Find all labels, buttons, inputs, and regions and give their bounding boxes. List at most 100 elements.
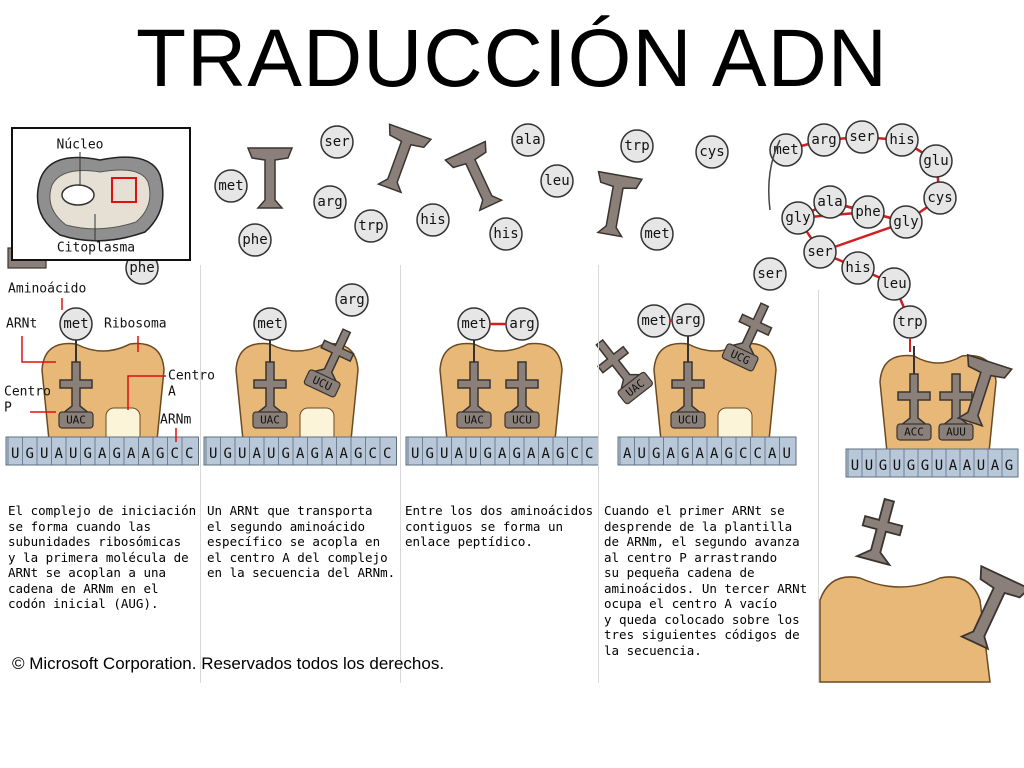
step-2-description: Un ARNt que transporta el segundo aminoá…: [207, 503, 396, 580]
mrna-base: G: [513, 446, 521, 462]
peptide-bond: [669, 318, 673, 323]
mrna-base: A: [455, 446, 464, 462]
amino-acid-label: gly: [785, 210, 810, 226]
mrna-base: U: [865, 458, 873, 474]
amino-acid-label: trp: [624, 138, 649, 154]
anticodon-label: ACC: [904, 426, 924, 439]
trna-molecule: UCU: [670, 361, 706, 429]
amino-acid-met: met: [640, 217, 674, 251]
step-4-description: Cuando el primer ARNt se desprende de la…: [604, 503, 808, 658]
aminoacid-label: Aminoácido: [8, 282, 86, 297]
mrna-base: A: [542, 446, 551, 462]
mrna-base: C: [185, 446, 193, 462]
mrna-base: U: [267, 446, 275, 462]
nucleus: [61, 184, 95, 206]
mrna-base: G: [681, 446, 689, 462]
amino-acid-ser: ser: [845, 120, 879, 154]
mrna-base: A: [667, 446, 676, 462]
amino-acid-arg: arg: [671, 303, 705, 337]
amino-acid-his: his: [885, 123, 919, 157]
amino-acid-met: met: [59, 307, 93, 341]
mrna-base: G: [921, 458, 929, 474]
amino-acid-gly: gly: [889, 205, 923, 239]
mrna-base: A: [142, 446, 151, 462]
trna-molecule: [444, 140, 504, 212]
amino-acid-label: ser: [324, 134, 349, 150]
mrna-base: U: [935, 458, 943, 474]
amino-acid-arg: arg: [335, 283, 369, 317]
mrna-base: G: [879, 458, 887, 474]
mrna-base: U: [40, 446, 48, 462]
ribosome: [41, 342, 165, 451]
zoom-region-marker: [111, 177, 137, 203]
anticodon-label: UCU: [678, 414, 698, 427]
mrna-base: A: [296, 446, 305, 462]
amino-acid-label: arg: [317, 194, 342, 210]
mrna-base: G: [426, 446, 434, 462]
mrna-base: U: [69, 446, 77, 462]
trna-molecule: UAC: [252, 361, 288, 429]
mrna-base: G: [311, 446, 319, 462]
mrna-label: ARNm: [160, 413, 191, 428]
mrna-base: G: [907, 458, 915, 474]
trna-molecule: [959, 564, 1024, 651]
mrna-base: G: [652, 446, 660, 462]
amino-acid-leu: leu: [877, 267, 911, 301]
amino-acid-label: arg: [675, 312, 700, 328]
amino-acid-glu: glu: [919, 144, 953, 178]
mrna-base: C: [171, 446, 179, 462]
mrna-base: G: [556, 446, 564, 462]
mrna-base: U: [851, 458, 859, 474]
trna-molecule: UCU: [504, 361, 540, 429]
trna-molecule: UCG: [721, 302, 773, 372]
amino-acid-label: cys: [927, 190, 952, 206]
mrna-base: G: [224, 446, 232, 462]
amino-acid-ser: ser: [753, 257, 787, 291]
ribosome: [439, 342, 563, 451]
step-3-description: Entre los dos aminoácidos contiguos se f…: [405, 503, 594, 549]
amino-acid-label: phe: [129, 260, 154, 276]
p-site-label: P: [4, 401, 12, 416]
panel-divider: [200, 265, 201, 683]
mrna-base: A: [340, 446, 349, 462]
mrna-base: A: [527, 446, 536, 462]
mrna-base: C: [754, 446, 762, 462]
mrna-base: U: [411, 446, 419, 462]
trna-molecule: UAC: [456, 361, 492, 429]
amino-acid-label: met: [218, 178, 243, 194]
mrna-base: G: [84, 446, 92, 462]
amino-acid-arg: arg: [505, 307, 539, 341]
mrna-base: U: [638, 446, 646, 462]
released-ribosome: [819, 576, 991, 683]
amino-acid-label: ser: [757, 266, 782, 282]
amino-acid-leu: leu: [540, 164, 574, 198]
amino-acid-label: trp: [897, 314, 922, 330]
mrna-base: A: [253, 446, 262, 462]
amino-acid-label: met: [461, 316, 486, 332]
amino-acid-label: glu: [923, 153, 948, 169]
mrna-base: U: [893, 458, 901, 474]
anticodon-label: UAC: [66, 414, 86, 427]
mrna-base: C: [585, 446, 593, 462]
amino-acid-ala: ala: [511, 123, 545, 157]
cytoplasm-label: Citoplasma: [57, 241, 135, 256]
amino-acid-trp: trp: [620, 129, 654, 163]
mrna-base: A: [710, 446, 719, 462]
amino-acid-label: phe: [242, 232, 267, 248]
trna-molecule: [854, 497, 904, 567]
nucleus-label: Núcleo: [57, 138, 104, 153]
mrna-base: G: [113, 446, 121, 462]
mrna-base: C: [383, 446, 391, 462]
mrna-base: U: [11, 446, 19, 462]
mrna-base: A: [98, 446, 107, 462]
mrna-base: A: [963, 458, 972, 474]
mrna-base: U: [469, 446, 477, 462]
